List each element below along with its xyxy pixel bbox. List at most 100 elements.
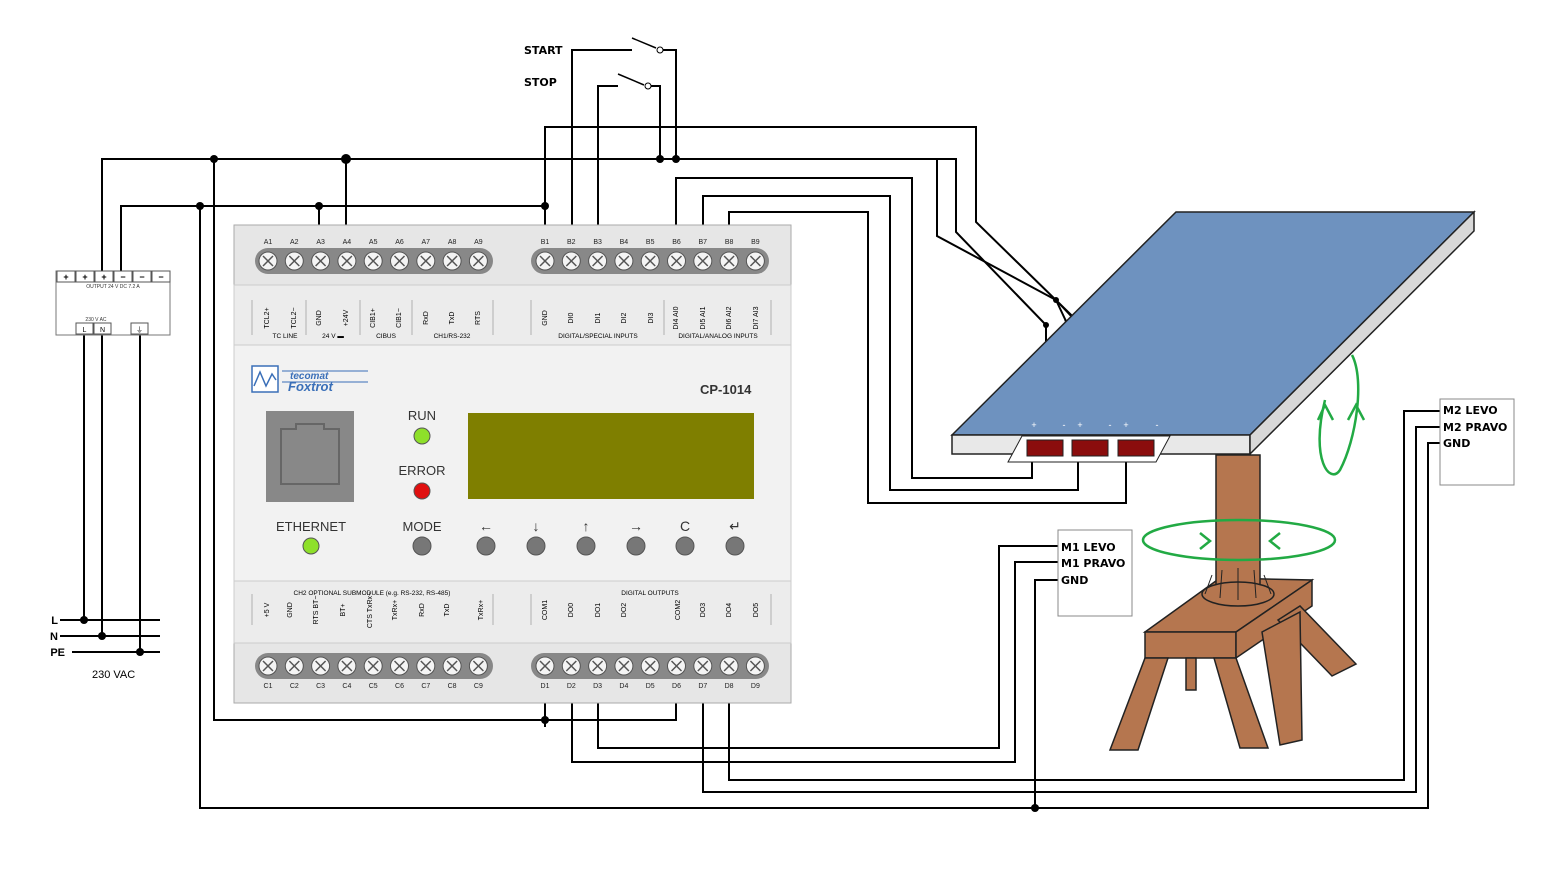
psu-input-terminal[interactable] <box>75 322 94 335</box>
signal-label: DI1 <box>595 312 602 323</box>
terminal-D6[interactable] <box>667 656 686 676</box>
rotation-arrows <box>1141 354 1366 562</box>
keypad-button[interactable] <box>675 536 695 556</box>
terminal-B2[interactable] <box>561 251 581 271</box>
solar-tracker: +-+-+- <box>950 210 1476 751</box>
terminal-D2[interactable] <box>561 656 581 676</box>
terminal-C7[interactable] <box>416 656 436 676</box>
panel-terminal-sign: - <box>1156 420 1159 430</box>
mains-l-label: L <box>51 615 58 627</box>
terminal-label: A2 <box>290 239 299 246</box>
signal-label: DO1 <box>595 603 602 618</box>
panel-terminal-sign: - <box>1063 420 1066 430</box>
junction-dots <box>80 154 1108 812</box>
signal-label: DI3 <box>648 312 655 323</box>
terminal-A5[interactable] <box>363 251 383 271</box>
signal-label: GND <box>542 310 549 326</box>
run-label: RUN <box>408 408 436 423</box>
terminal-label: B5 <box>646 239 655 246</box>
terminal-label: C5 <box>369 683 378 690</box>
psu-output-label: OUTPUT 24 V DC 7.2 A <box>86 284 140 290</box>
terminal-B4[interactable] <box>614 251 634 271</box>
terminal-A6[interactable] <box>390 251 409 271</box>
terminal-B3[interactable] <box>588 251 608 271</box>
keypad-button[interactable] <box>576 536 596 556</box>
signal-label: TCL2− <box>291 307 298 328</box>
terminal-D4[interactable] <box>614 656 634 676</box>
ethernet-label: ETHERNET <box>276 519 346 534</box>
signal-label: +24V <box>343 309 350 326</box>
motor1-box: M1 LEVO M1 PRAVO GND <box>1057 529 1133 617</box>
signal-label: COM1 <box>542 600 549 620</box>
terminal-A3[interactable] <box>311 251 331 271</box>
terminal-B7[interactable] <box>693 251 713 271</box>
terminal-B9[interactable] <box>745 251 765 271</box>
terminal-D1[interactable] <box>535 656 555 676</box>
terminal-B6[interactable] <box>667 251 686 271</box>
keypad-label: → <box>629 518 643 534</box>
terminal-label: B8 <box>725 239 734 246</box>
signal-label: RxD <box>419 603 426 617</box>
run-led <box>413 427 431 445</box>
terminal-A9[interactable] <box>468 251 488 271</box>
terminal-C1[interactable] <box>258 656 278 676</box>
ethernet-led <box>302 537 320 555</box>
terminal-A1[interactable] <box>258 251 278 271</box>
keypad-label: C <box>680 518 690 534</box>
terminal-label: C8 <box>448 683 457 690</box>
terminal-D8[interactable] <box>719 656 739 676</box>
terminal-C4[interactable] <box>337 656 357 676</box>
mode-label: MODE <box>403 519 442 534</box>
psu-output-terminal[interactable] <box>94 270 114 283</box>
psu-output-terminal[interactable] <box>113 270 133 283</box>
psu-input-terminal[interactable] <box>93 322 112 335</box>
panel-terminal-sign: + <box>1031 420 1036 430</box>
terminal-D7[interactable] <box>693 656 713 676</box>
mains-n-label: N <box>50 631 58 643</box>
signal-label: TxRx+ <box>392 600 399 620</box>
terminal-C3[interactable] <box>311 656 331 676</box>
m1-gnd-label: GND <box>1061 574 1088 587</box>
stop-label: STOP <box>524 76 557 89</box>
signal-label: COM2 <box>675 600 682 620</box>
psu-output-sign: − <box>158 272 163 282</box>
keypad-button[interactable] <box>476 536 496 556</box>
terminal-C8[interactable] <box>442 656 462 676</box>
light-sensor-1 <box>1026 439 1064 457</box>
stop-switch[interactable]: STOP <box>524 73 652 90</box>
terminal-C9[interactable] <box>468 656 488 676</box>
signal-label: DO0 <box>568 603 575 618</box>
psu-input-terminal[interactable] <box>130 322 149 335</box>
terminal-A4[interactable] <box>337 251 357 271</box>
terminal-D3[interactable] <box>588 656 608 676</box>
terminal-D9[interactable] <box>745 656 765 676</box>
signal-label: DO4 <box>726 603 733 618</box>
terminal-D5[interactable] <box>640 656 660 676</box>
psu-output-terminal[interactable] <box>75 270 95 283</box>
terminal-A2[interactable] <box>284 251 304 271</box>
terminal-A7[interactable] <box>416 251 436 271</box>
ethernet-port[interactable] <box>266 411 354 502</box>
terminal-C5[interactable] <box>363 656 383 676</box>
terminal-B8[interactable] <box>719 251 739 271</box>
psu-output-terminal[interactable] <box>151 270 171 283</box>
start-switch[interactable]: START <box>524 37 664 57</box>
terminal-B5[interactable] <box>640 251 660 271</box>
brand-foxtrot: Foxtrot <box>288 379 333 394</box>
terminal-label: B2 <box>567 239 576 246</box>
keypad-button[interactable] <box>626 536 646 556</box>
terminal-label: B7 <box>699 239 708 246</box>
terminal-B1[interactable] <box>535 251 555 271</box>
terminal-C2[interactable] <box>284 656 304 676</box>
keypad-button[interactable] <box>725 536 745 556</box>
keypad-button[interactable] <box>526 536 546 556</box>
light-sensor-3 <box>1117 439 1155 457</box>
psu-output-terminal[interactable] <box>132 270 152 283</box>
psu-output-terminal[interactable] <box>56 270 76 283</box>
mode-button[interactable] <box>412 536 432 556</box>
terminal-A8[interactable] <box>442 251 462 271</box>
signal-label: TxRx+ <box>478 600 485 620</box>
terminal-label: D9 <box>751 683 760 690</box>
terminal-C6[interactable] <box>390 656 409 676</box>
